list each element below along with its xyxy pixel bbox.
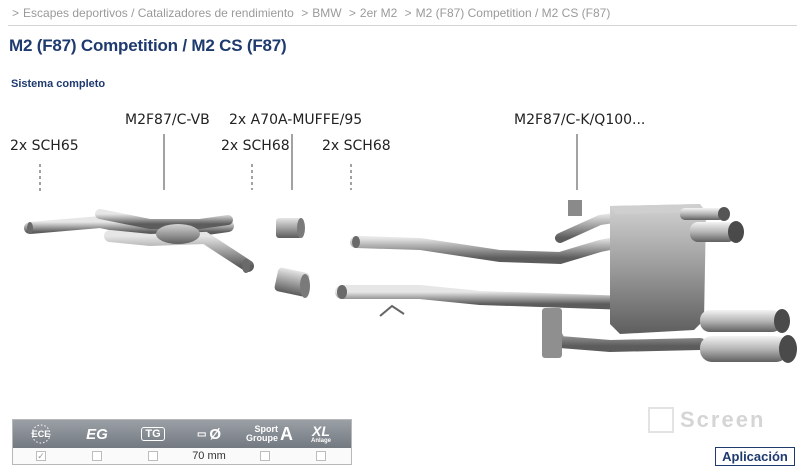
rear-system: [335, 200, 797, 363]
diameter-value: 70 mm: [192, 450, 226, 462]
page-title: M2 (F87) Competition / M2 CS (F87): [9, 36, 287, 55]
apply-button[interactable]: Aplicación: [715, 447, 795, 466]
breadcrumb-link-bmw[interactable]: BMW: [312, 6, 342, 20]
connecting-sleeves: [274, 218, 310, 298]
watermark-logo-icon: [648, 407, 674, 433]
leader-lines: [39, 134, 578, 192]
breadcrumb: >Escapes deportivos / Catalizadores de r…: [8, 6, 797, 22]
xl-checkbox[interactable]: [316, 451, 326, 461]
breadcrumb-separator: >: [301, 6, 309, 20]
ece-icon: ECE: [13, 420, 69, 448]
diameter-symbol: Ø: [209, 425, 222, 443]
options-value-row: ✓ 70 mm: [13, 448, 351, 464]
part-label-sch68-right: 2x SCH68: [322, 138, 391, 154]
options-header-row: ECE EG TG ▭Ø Sport Groupe A XL Anlage: [13, 420, 351, 448]
eg-label: EG: [86, 425, 108, 443]
breadcrumb-separator: >: [12, 6, 20, 20]
ece-label: ECE: [31, 429, 51, 439]
sport-groupe-checkbox[interactable]: [260, 451, 270, 461]
part-label-sch68-left: 2x SCH68: [221, 138, 290, 154]
breadcrumb-separator: >: [348, 6, 356, 20]
watermark-text: Screen: [680, 407, 766, 432]
breadcrumb-link-escapes[interactable]: Escapes deportivos / Catalizadores de re…: [23, 6, 294, 20]
options-table: ECE EG TG ▭Ø Sport Groupe A XL Anlage ✓ …: [12, 419, 352, 465]
xl-icon: XL Anlage: [293, 420, 349, 448]
part-label-sch65: 2x SCH65: [10, 138, 79, 154]
ece-checkbox[interactable]: ✓: [36, 451, 46, 461]
section-label: Sistema completo: [11, 78, 106, 90]
diameter-icon: ▭Ø: [196, 425, 222, 443]
tg-icon: TG: [125, 420, 181, 448]
breadcrumb-separator: >: [404, 6, 412, 20]
part-label-m2f87-c-k: M2F87/C-K/Q100...: [514, 112, 646, 128]
xl-sub-label: Anlage: [310, 437, 331, 444]
sport-groupe-icon: Sport Groupe A: [237, 420, 293, 448]
tg-checkbox[interactable]: [148, 451, 158, 461]
breadcrumb-link-2er-m2[interactable]: 2er M2: [359, 6, 398, 20]
breadcrumb-current: M2 (F87) Competition / M2 CS (F87): [415, 6, 611, 20]
tg-label: TG: [141, 427, 165, 441]
tail-pipes: [680, 207, 797, 363]
sport-groupe-label: Sport Groupe: [245, 424, 278, 443]
eg-icon: EG: [69, 420, 125, 448]
watermark: Screen: [648, 405, 788, 445]
xl-label: XL: [312, 422, 330, 439]
sport-groupe-letter: A: [280, 423, 293, 444]
part-label-m2f87-c-vb: M2F87/C-VB: [125, 112, 210, 128]
part-label-a70a-muffe: 2x A70A-MUFFE/95: [229, 112, 363, 128]
header-divider: [8, 25, 797, 26]
front-pipe-section: [24, 209, 254, 273]
eg-checkbox[interactable]: [92, 451, 102, 461]
